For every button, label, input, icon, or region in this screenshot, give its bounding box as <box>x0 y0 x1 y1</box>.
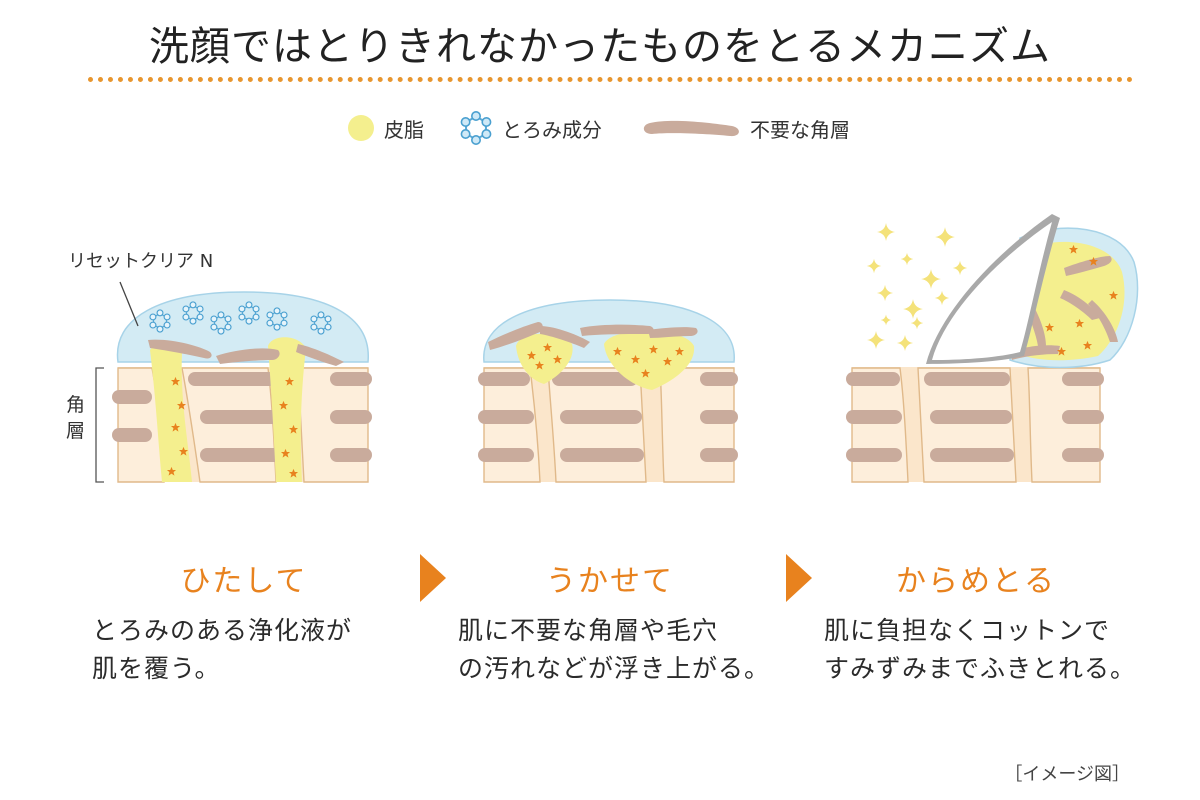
cotton-pad-icon <box>926 214 1060 364</box>
step-2-desc-line1: 肌に不要な角層や毛穴 <box>458 616 719 645</box>
product-label: リセットクリア N <box>68 251 214 272</box>
image-note: ［イメージ図］ <box>1004 764 1130 785</box>
legend-label-old-keratin: 不要な角層 <box>750 118 850 142</box>
step-3-desc-line1: 肌に負担なくコットンで <box>824 616 1111 645</box>
dotted-divider <box>88 77 1133 82</box>
step-3-desc-line2: すみずみまでふきとれる。 <box>824 654 1137 683</box>
step-2-desc-line2: の汚れなどが浮き上がる。 <box>458 654 771 683</box>
gel-ring-icon <box>460 110 492 145</box>
legend: 皮脂 とろみ成分 不要な角層 <box>0 110 1200 146</box>
mechanism-diagram <box>95 214 1139 483</box>
panel-soak <box>95 281 372 483</box>
legend-icons <box>348 110 739 145</box>
step-3-title: からめとる <box>896 564 1056 599</box>
panel-float <box>478 299 738 483</box>
arrow-right-icon <box>786 554 812 602</box>
sebum-dot-icon <box>348 115 374 141</box>
step-3-description: 肌に負担なくコットンで すみずみまでふきとれる。 <box>824 612 1136 688</box>
step-1-title: ひたして <box>180 564 308 599</box>
legend-label-thick-component: とろみ成分 <box>502 118 602 142</box>
arrow-right-icon <box>420 554 446 602</box>
legend-label-sebum: 皮脂 <box>384 118 424 142</box>
step-2-title: うかせて <box>546 564 674 599</box>
step-2-description: 肌に不要な角層や毛穴 の汚れなどが浮き上がる。 <box>458 612 770 688</box>
page-title: 洗顔ではとりきれなかったものをとるメカニズム <box>149 24 1051 70</box>
step-1-desc-line1: とろみのある浄化液が <box>92 616 353 645</box>
panel-wipe <box>846 214 1139 483</box>
step-1-description: とろみのある浄化液が 肌を覆う。 <box>92 612 352 688</box>
stratum-corneum-label: 角層 <box>66 394 86 442</box>
keratin-flake-icon <box>643 120 739 137</box>
step-1-desc-line2: 肌を覆う。 <box>92 654 221 683</box>
